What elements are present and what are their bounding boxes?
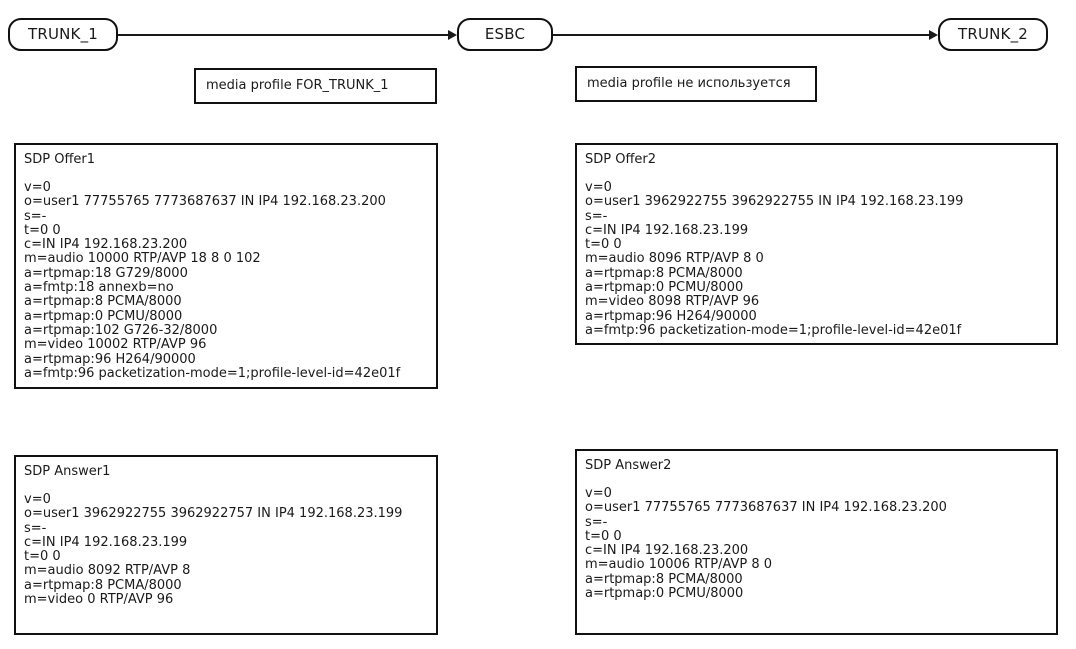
panel-sdp-answer2-title: SDP Answer2 xyxy=(585,458,672,473)
note-media-profile-trunk1: media profile FOR_TRUNK_1 xyxy=(194,68,437,104)
panel-sdp-answer1: SDP Answer1 v=0 o=user1 3962922755 39629… xyxy=(14,455,438,635)
node-esbc-label: ESBC xyxy=(484,25,526,43)
edge-trunk1-to-esbc xyxy=(118,34,450,36)
panel-sdp-offer2-title: SDP Offer2 xyxy=(585,152,657,167)
node-esbc[interactable]: ESBC xyxy=(457,18,553,51)
note-media-profile-trunk1-label: media profile FOR_TRUNK_1 xyxy=(206,77,389,93)
panel-sdp-offer1-body: v=0 o=user1 77755765 7773687637 IN IP4 1… xyxy=(24,180,401,381)
panel-sdp-answer1-body: v=0 o=user1 3962922755 3962922757 IN IP4… xyxy=(24,492,403,608)
panel-sdp-offer1: SDP Offer1 v=0 o=user1 77755765 77736876… xyxy=(14,143,438,389)
node-trunk-1[interactable]: TRUNK_1 xyxy=(8,18,118,51)
arrowhead-icon xyxy=(448,30,457,40)
node-trunk-2-label: TRUNK_2 xyxy=(957,25,1029,43)
panel-sdp-answer2: SDP Answer2 v=0 o=user1 77755765 7773687… xyxy=(575,449,1058,635)
note-media-profile-trunk2-label: media profile не используется xyxy=(587,75,791,91)
edge-esbc-to-trunk2 xyxy=(553,34,931,36)
note-media-profile-trunk2: media profile не используется xyxy=(575,66,817,102)
panel-sdp-answer1-title: SDP Answer1 xyxy=(24,464,111,479)
panel-sdp-offer2: SDP Offer2 v=0 o=user1 3962922755 396292… xyxy=(575,143,1058,345)
panel-sdp-offer2-body: v=0 o=user1 3962922755 3962922755 IN IP4… xyxy=(585,180,964,338)
arrowhead-icon xyxy=(929,30,938,40)
node-trunk-2[interactable]: TRUNK_2 xyxy=(938,18,1048,51)
panel-sdp-offer1-title: SDP Offer1 xyxy=(24,152,96,167)
node-trunk-1-label: TRUNK_1 xyxy=(27,25,99,43)
panel-sdp-answer2-body: v=0 o=user1 77755765 7773687637 IN IP4 1… xyxy=(585,486,947,602)
